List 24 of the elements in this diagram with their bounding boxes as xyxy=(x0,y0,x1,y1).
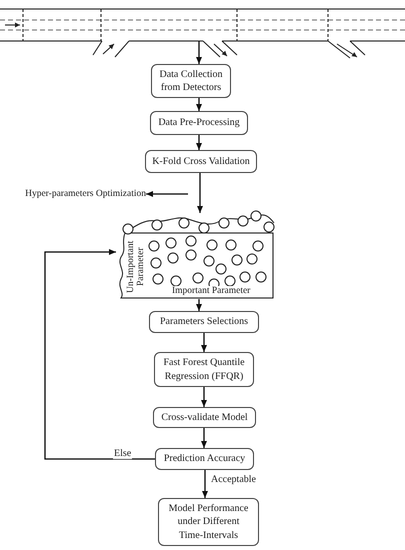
process-box: K-Fold Cross Validation xyxy=(145,150,257,173)
process-box: Cross-validate Model xyxy=(153,407,256,428)
arrow xyxy=(146,191,188,197)
arrow xyxy=(196,135,202,150)
road-drawing xyxy=(0,6,405,60)
arrow xyxy=(201,387,207,407)
axis-label: Important Parameter xyxy=(172,286,250,296)
process-box: Fast Forest Quantile Regression (FFQR) xyxy=(154,352,254,387)
arrow xyxy=(201,428,207,448)
edge-label: Acceptable xyxy=(210,474,257,485)
process-box: Parameters Selections xyxy=(149,311,259,333)
annotation-text: Hyper-parameters Optimization xyxy=(25,188,146,201)
arrow xyxy=(201,333,207,352)
arrow xyxy=(202,470,208,498)
result-box: Model Performance under Different Time-Intervals xyxy=(158,498,259,546)
arrow xyxy=(44,249,155,460)
arrow xyxy=(197,173,203,213)
process-box: Data Collection from Detectors xyxy=(151,64,231,98)
decision-box: Prediction Accuracy xyxy=(155,448,254,470)
arrow xyxy=(196,41,202,64)
edge-label: Else xyxy=(113,448,132,459)
arrow xyxy=(196,299,202,311)
arrow xyxy=(196,98,202,111)
process-box: Data Pre-Processing xyxy=(150,111,248,135)
